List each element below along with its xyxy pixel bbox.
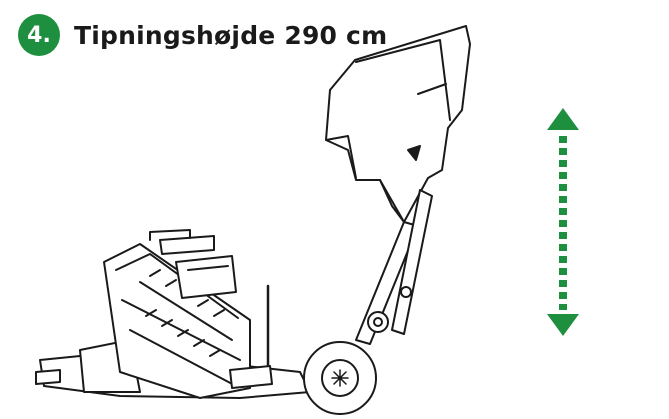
step-title: Tipningshøjde 290 cm bbox=[74, 20, 388, 50]
height-indicator-arrow-icon bbox=[547, 108, 579, 336]
step-header: 4. Tipningshøjde 290 cm bbox=[18, 12, 387, 58]
step-number-badge: 4. bbox=[18, 14, 60, 56]
